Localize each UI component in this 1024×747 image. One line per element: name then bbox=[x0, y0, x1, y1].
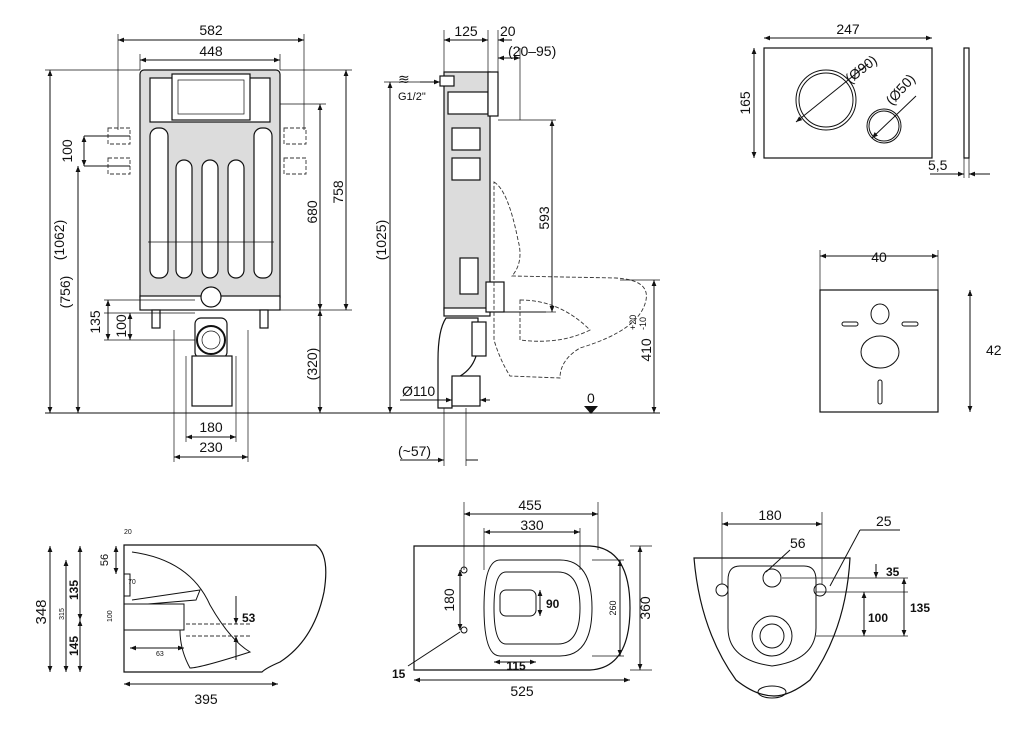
dim-395: 395 bbox=[194, 691, 218, 707]
dim-758: 758 bbox=[330, 180, 346, 204]
dim-410: 410 bbox=[638, 338, 654, 362]
frame-side-view: ≋ G1/2" 125 20 (20–95) (1025) 593 410 +2… bbox=[373, 23, 660, 466]
dim-247: 247 bbox=[836, 21, 860, 37]
bowl-side-view: 348 315 135 145 56 20 70 100 53 63 395 bbox=[33, 529, 327, 707]
dim-57: (~57) bbox=[398, 443, 431, 459]
dim-100-back: 100 bbox=[868, 611, 888, 625]
svg-text:≋: ≋ bbox=[398, 71, 410, 87]
dim-593: 593 bbox=[536, 206, 552, 230]
dim-260: 260 bbox=[608, 600, 618, 615]
dim-90: 90 bbox=[546, 597, 560, 611]
drain-socket bbox=[200, 286, 222, 308]
dim-135-bowl: 135 bbox=[67, 580, 81, 600]
dim-135-drain: 135 bbox=[87, 310, 103, 334]
dim-56-side: 56 bbox=[99, 554, 111, 566]
frame-front-view: 582 448 (1062) (756) 100 758 680 (320) 1 bbox=[45, 22, 660, 462]
drain-pipe-opening bbox=[196, 325, 226, 355]
bowl-outline-dashed bbox=[493, 181, 647, 379]
dim-d110: Ø110 bbox=[402, 383, 435, 399]
bowl-side-outline bbox=[123, 544, 327, 673]
label-g12: G1/2" bbox=[398, 91, 426, 103]
dim-165: 165 bbox=[737, 91, 753, 115]
dim-330: 330 bbox=[520, 517, 544, 533]
dim-40: 40 bbox=[871, 249, 887, 265]
dim-15: 15 bbox=[392, 667, 406, 681]
flush-plate bbox=[763, 47, 933, 159]
bowl-top-view: 455 330 180 90 260 360 15 115 525 bbox=[392, 497, 653, 699]
dim-230: 230 bbox=[199, 439, 223, 455]
dim-145: 145 bbox=[67, 636, 81, 656]
dim-320: (320) bbox=[304, 348, 320, 381]
dim-582: 582 bbox=[199, 22, 223, 38]
dim-756: (756) bbox=[57, 276, 73, 309]
dim-448: 448 bbox=[199, 43, 223, 59]
dim-20-side: 20 bbox=[124, 529, 132, 536]
dim-56-back: 56 bbox=[790, 535, 806, 551]
flush-button-small bbox=[866, 108, 902, 144]
cistern-ribs bbox=[149, 127, 273, 279]
dim-100-side: 100 bbox=[107, 610, 114, 622]
dim-315: 315 bbox=[59, 608, 66, 620]
dim-680: 680 bbox=[304, 200, 320, 224]
dim-25: 25 bbox=[876, 513, 892, 529]
bowl-back-view: 180 25 56 35 135 100 bbox=[693, 507, 930, 699]
dim-100-drain: 100 bbox=[113, 314, 129, 338]
flush-plate-view: (Ø90) (Ø50) 5,5 247 165 bbox=[737, 21, 990, 178]
dim-348: 348 bbox=[33, 599, 50, 624]
tol-minus: -10 bbox=[638, 317, 648, 330]
dim-5-5: 5,5 bbox=[928, 157, 948, 173]
insulation-mat-view: 40 42 bbox=[819, 249, 1002, 413]
flush-opening bbox=[171, 73, 251, 121]
dim-70: 70 bbox=[128, 579, 136, 586]
dim-525: 525 bbox=[510, 683, 534, 699]
dim-180-back: 180 bbox=[758, 507, 782, 523]
cistern-valve bbox=[451, 127, 481, 151]
dim-360: 360 bbox=[637, 596, 653, 620]
dim-180: 180 bbox=[199, 419, 223, 435]
dim-1025: (1025) bbox=[373, 220, 389, 260]
dim-42: 42 bbox=[986, 342, 1002, 358]
dim-20-95: (20–95) bbox=[508, 43, 556, 59]
insulation-mat bbox=[819, 289, 939, 413]
drain-pipe bbox=[191, 355, 233, 407]
dim-63: 63 bbox=[156, 651, 164, 658]
flush-plate-side bbox=[963, 47, 970, 159]
dim-125: 125 bbox=[454, 23, 478, 39]
dim-20: 20 bbox=[500, 23, 516, 39]
bowl-top-outline bbox=[413, 545, 631, 671]
flush-button-large bbox=[795, 69, 857, 131]
dim-35: 35 bbox=[886, 565, 900, 579]
dim-455: 455 bbox=[518, 497, 542, 513]
dim-135-back: 135 bbox=[910, 601, 930, 615]
dim-180-top: 180 bbox=[441, 588, 457, 612]
floor-zero-label: 0 bbox=[587, 390, 595, 406]
tol-plus: +20 bbox=[628, 315, 638, 330]
dim-115: 115 bbox=[506, 659, 526, 673]
dim-1062: (1062) bbox=[51, 220, 67, 260]
dim-53: 53 bbox=[242, 611, 256, 625]
dim-100-brackets: 100 bbox=[59, 139, 75, 163]
bowl-back-outline bbox=[693, 557, 851, 697]
